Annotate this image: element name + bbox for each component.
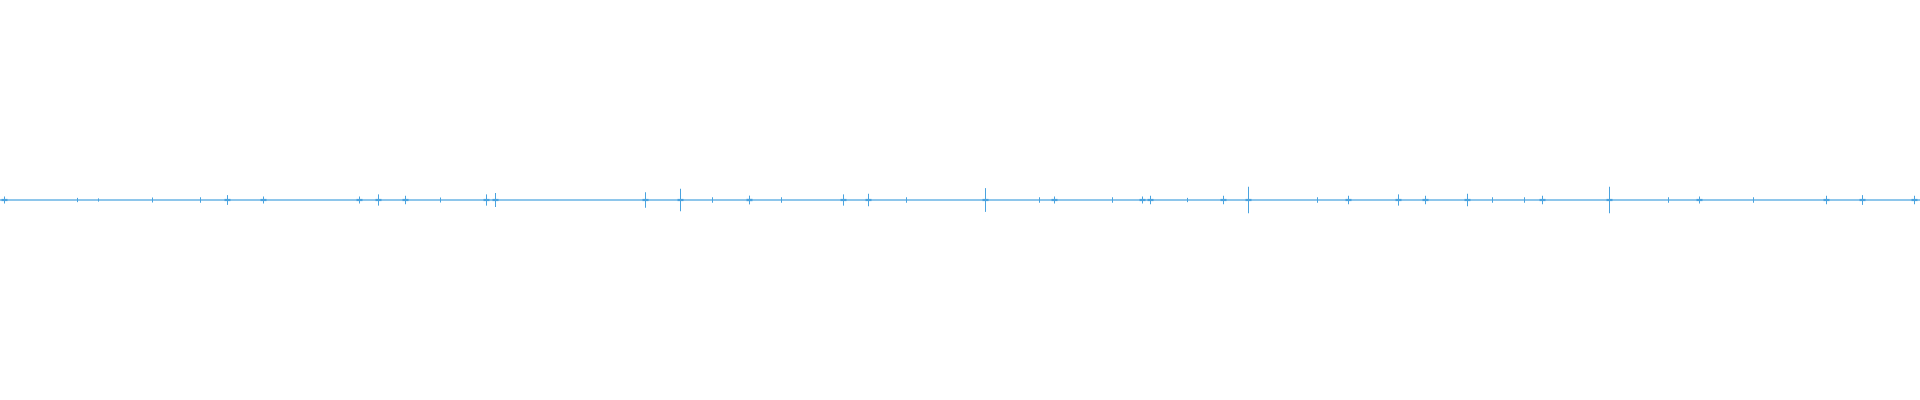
waveform-spike [224, 195, 231, 205]
waveform-spike [1147, 195, 1154, 205]
waveform-layer [0, 186, 1920, 214]
waveform-spike [483, 194, 490, 206]
waveform-spike [1823, 195, 1830, 205]
waveform-spike [1911, 195, 1918, 205]
waveform-spike [260, 196, 267, 204]
waveform-spike [375, 194, 382, 206]
waveform-spike [1539, 195, 1546, 205]
waveform-spike [677, 188, 684, 212]
waveform-spike [746, 195, 753, 205]
waveform-spike [865, 193, 872, 207]
waveform-spike [982, 188, 989, 212]
waveform-spike [1345, 195, 1352, 205]
waveform-spike [1, 196, 8, 204]
waveform-spike [1606, 186, 1613, 214]
waveform-spike [1395, 194, 1402, 206]
waveform-spike [402, 195, 409, 205]
waveform-spike [1245, 186, 1252, 214]
waveform-spike [1139, 196, 1146, 204]
waveform-spike [1051, 196, 1058, 204]
waveform-spike [1220, 195, 1227, 205]
waveform-spike [642, 192, 649, 208]
waveform-spike [840, 194, 847, 206]
waveform-spike [356, 196, 363, 204]
waveform-spike [1464, 193, 1471, 207]
waveform-spike [492, 193, 499, 207]
waveform-spike [1696, 196, 1703, 204]
waveform-spike [1859, 195, 1866, 205]
waveform-spike [1422, 195, 1429, 205]
